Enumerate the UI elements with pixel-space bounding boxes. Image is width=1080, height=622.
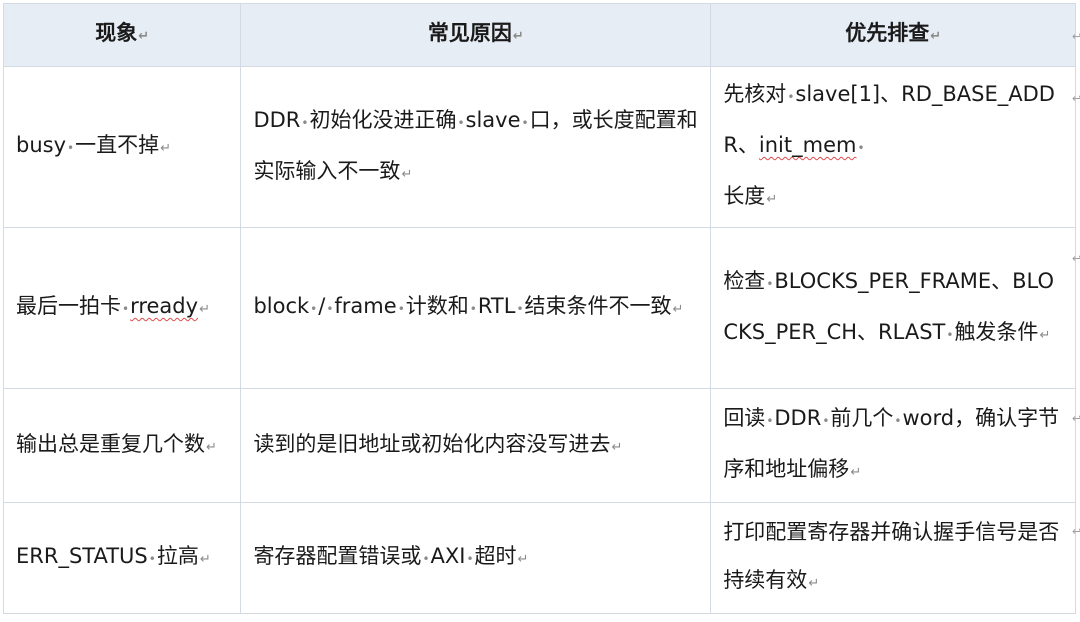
table-header-row: 现象↵ 常见原因↵ 优先排查↵ (2, 3, 1076, 67)
cell-symptom: 输出总是重复几个数↵ (2, 388, 242, 503)
row-end-mark: ↩ (1072, 252, 1080, 265)
cell-symptom: 最后一拍卡•rready↵ (2, 227, 242, 389)
header-symptom: 现象↵ (2, 3, 242, 67)
row-end-mark: ↩ (1072, 525, 1080, 538)
row-end-mark: ↩ (1072, 92, 1080, 105)
cell-symptom: busy•一直不掉↵ (2, 66, 242, 228)
table-row: ERR_STATUS•拉高↵ 寄存器配置错误或•AXI•超时↵ 打印配置寄存器并… (2, 502, 1076, 614)
cell-symptom: ERR_STATUS•拉高↵ (2, 502, 242, 614)
row-end-mark: ↩ (1072, 412, 1080, 425)
header-check: 优先排查↵ (710, 3, 1076, 67)
table-row: busy•一直不掉↵ DDR•初始化没进正确•slave•口，或长度配置和实际输… (2, 66, 1076, 228)
cell-check: 打印配置寄存器并确认握手信号是否持续有效↵ (710, 502, 1076, 614)
header-cause: 常见原因↵ (240, 3, 712, 67)
cell-cause: DDR•初始化没进正确•slave•口，或长度配置和实际输入不一致↵ (240, 66, 712, 228)
cell-check: 回读•DDR•前几个•word，确认字节序和地址偏移↵ (710, 388, 1076, 503)
cell-cause: 读到的是旧地址或初始化内容没写进去↵ (240, 388, 712, 503)
cell-cause: block•/•frame•计数和•RTL•结束条件不一致↵ (240, 227, 712, 389)
cell-cause: 寄存器配置错误或•AXI•超时↵ (240, 502, 712, 614)
table-row: 输出总是重复几个数↵ 读到的是旧地址或初始化内容没写进去↵ 回读•DDR•前几个… (2, 388, 1076, 503)
cell-check: 检查•BLOCKS_PER_FRAME、BLOCKS_PER_CH、RLAST•… (710, 227, 1076, 389)
table-row: 最后一拍卡•rready↵ block•/•frame•计数和•RTL•结束条件… (2, 227, 1076, 389)
row-end-mark: ↩ (1072, 30, 1080, 43)
troubleshooting-table: 现象↵ 常见原因↵ 优先排查↵ busy•一直不掉↵ DDR•初始化没进正确•s… (2, 3, 1076, 614)
cell-check: 先核对•slave[1]、RD_BASE_ADDR、init_mem•长度↵ (710, 66, 1076, 228)
